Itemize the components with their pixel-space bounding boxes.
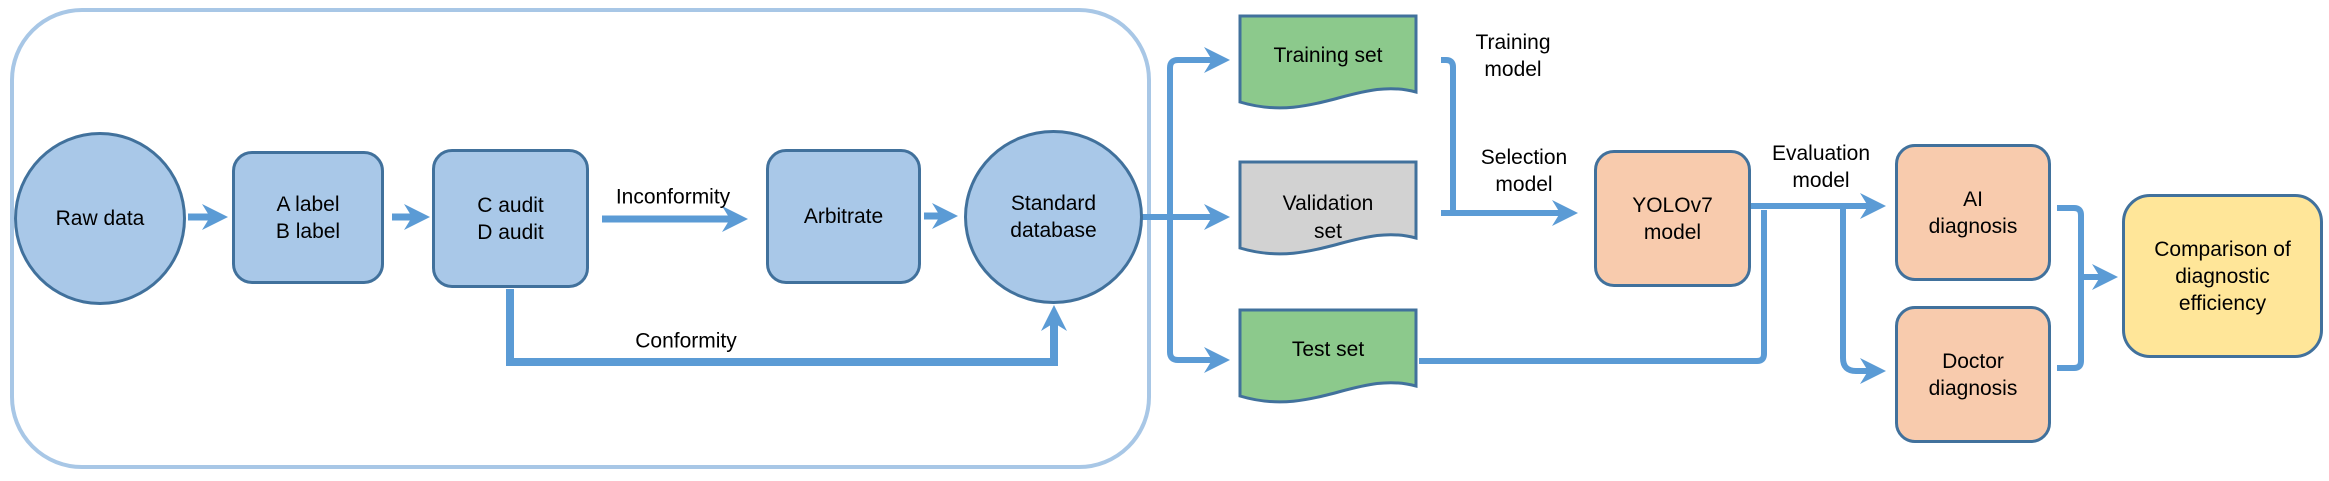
arrowhead (1041, 305, 1067, 331)
arrowhead (1860, 358, 1886, 384)
connector-split-to-trainingset (1167, 57, 1212, 217)
node-yolov7-line1: YOLOv7 (1632, 193, 1713, 217)
document-shape (1238, 308, 1418, 404)
node-ab-label-line2: B label (275, 219, 341, 243)
node-arbitrate-label: Arbitrate (803, 205, 884, 228)
connector-testset-to-evaluation (1419, 210, 1767, 364)
document-shape (1238, 14, 1418, 110)
data-preparation-container (10, 8, 1151, 469)
node-ai-diagnosis: AI diagnosis (1895, 144, 2051, 281)
node-arbitrate: Arbitrate (766, 149, 921, 284)
node-cd-audit: C audit D audit (432, 149, 589, 288)
node-standard-database: Standard database (964, 130, 1143, 304)
arrowhead (1204, 347, 1230, 373)
node-cd-audit-line2: D audit (477, 220, 544, 244)
connector-split-to-testset (1167, 217, 1212, 363)
node-yolov7-model: YOLOv7 model (1594, 150, 1751, 287)
node-raw-data-label: Raw data (55, 207, 145, 230)
node-validation-set-line1: Validation (1282, 192, 1374, 215)
node-standard-database-line1: Standard (1010, 192, 1097, 215)
edge-label-training-model-line2: model (1484, 58, 1542, 81)
node-ai-diagnosis-line1: AI (1963, 187, 1983, 211)
node-training-set: Training set (1238, 14, 1418, 114)
node-test-set-label: Test set (1291, 338, 1365, 361)
node-test-set: Test set (1238, 308, 1418, 408)
arrowhead (1552, 200, 1578, 226)
edge-label-inconformity: Inconformity (615, 185, 731, 209)
connector-trainingset-bracket (1441, 57, 1456, 210)
arrowhead (404, 204, 430, 230)
node-validation-set-line2: set (1313, 220, 1342, 243)
node-yolov7-line2: model (1643, 220, 1702, 244)
arrowhead (202, 204, 228, 230)
node-cd-audit-line1: C audit (477, 193, 544, 217)
node-comparison-line3: efficiency (2178, 291, 2267, 315)
node-comparison-line2: diagnostic (2175, 264, 2270, 288)
edge-label-evaluation-model: Evaluation model (1772, 140, 1870, 194)
arrowhead (2092, 264, 2118, 290)
edge-label-training-model-line1: Training (1475, 31, 1551, 54)
edge-label-selection-model-line1: Selection (1480, 146, 1568, 169)
node-comparison-line1: Comparison of (2154, 237, 2291, 261)
node-standard-database-line2: database (1010, 219, 1097, 242)
node-ab-label: A label B label (232, 151, 384, 284)
edge-label-selection-model: Selection model (1481, 144, 1567, 198)
connector-branch-to-doctor (1840, 208, 1868, 374)
edge-label-training-model: Training model (1475, 29, 1550, 83)
node-comparison: Comparison of diagnostic efficiency (2122, 194, 2323, 358)
document-shape (1238, 160, 1418, 256)
edge-label-evaluation-model-line1: Evaluation (1771, 142, 1871, 165)
arrowhead (932, 203, 958, 229)
node-doctor-diagnosis: Doctor diagnosis (1895, 306, 2051, 443)
node-raw-data: Raw data (14, 132, 186, 305)
connector-diagnosis-bracket (2057, 205, 2084, 371)
connector-conformity (506, 289, 1058, 366)
edge-label-selection-model-line2: model (1495, 173, 1553, 196)
arrowhead (722, 206, 748, 232)
node-validation-set-label: Validation set (1238, 160, 1418, 260)
node-ab-label-line1: A label (276, 192, 340, 216)
edge-label-conformity: Conformity (635, 329, 737, 353)
edge-label-evaluation-model-line2: model (1792, 169, 1850, 192)
node-training-set-label: Training set (1273, 44, 1383, 67)
node-doctor-diagnosis-line2: diagnosis (1928, 376, 2018, 400)
arrowhead (1204, 204, 1230, 230)
arrowhead (1860, 193, 1886, 219)
arrowhead (1204, 47, 1230, 73)
node-doctor-diagnosis-line1: Doctor (1942, 349, 2004, 373)
node-ai-diagnosis-line2: diagnosis (1928, 214, 2018, 238)
node-validation-set: Validation set (1238, 160, 1418, 260)
